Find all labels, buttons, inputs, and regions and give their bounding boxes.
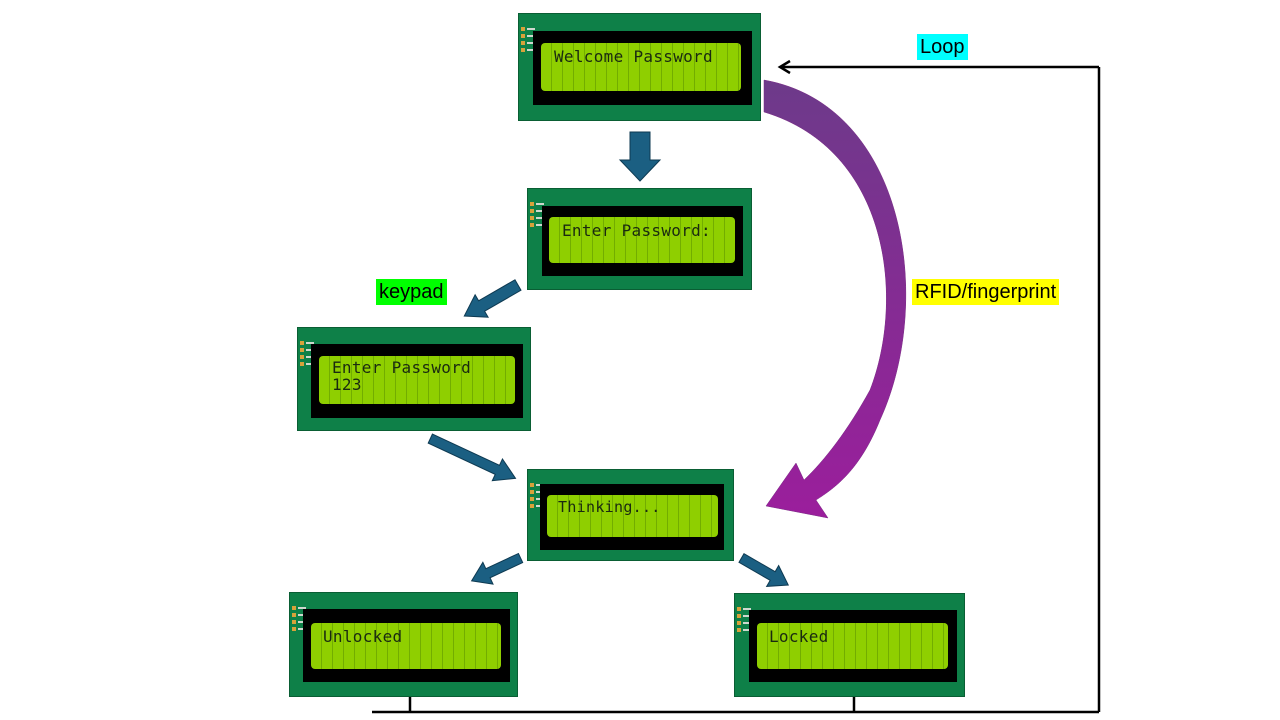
arrow-down bbox=[618, 131, 662, 182]
lcd-screen: Enter Password: bbox=[549, 217, 735, 263]
lcd-line-1: Enter Password: bbox=[562, 221, 711, 240]
lcd-line-2: 123 bbox=[332, 375, 362, 394]
keypad-label: keypad bbox=[376, 279, 447, 305]
loop-label: Loop bbox=[917, 34, 968, 60]
arrow-to-thinking bbox=[427, 433, 517, 482]
arrow-to-keypad-entry bbox=[463, 279, 522, 318]
lcd-pins bbox=[300, 340, 316, 368]
lcd-screen: Welcome Password bbox=[541, 43, 741, 91]
rfid-fingerprint-arrow bbox=[763, 79, 907, 519]
lcd-unlocked: Unlocked bbox=[289, 592, 518, 697]
lcd-screen: Unlocked bbox=[311, 623, 501, 669]
lcd-welcome: Welcome Password bbox=[518, 13, 761, 121]
lcd-line-1: Unlocked bbox=[323, 627, 403, 646]
lcd-thinking: Thinking... bbox=[527, 469, 734, 561]
lcd-line-1: Welcome Password bbox=[554, 47, 713, 66]
lcd-pins bbox=[530, 201, 546, 229]
rfid-fingerprint-label: RFID/fingerprint bbox=[912, 279, 1060, 305]
arrow-to-unlocked bbox=[470, 552, 524, 585]
lcd-screen: Thinking... bbox=[547, 495, 718, 537]
lcd-line-1: Enter Password bbox=[332, 358, 472, 377]
lcd-line-1: Locked bbox=[769, 627, 829, 646]
lcd-line-1: Thinking... bbox=[558, 498, 661, 516]
lcd-screen: Enter Password 123 bbox=[319, 356, 515, 404]
lcd-keypad-entry: Enter Password 123 bbox=[297, 327, 531, 431]
lcd-locked: Locked bbox=[734, 593, 965, 697]
arrow-to-locked bbox=[738, 552, 790, 587]
lcd-screen: Locked bbox=[757, 623, 948, 669]
lcd-pins bbox=[737, 606, 753, 634]
lcd-enter-password: Enter Password: bbox=[527, 188, 752, 290]
lcd-pins bbox=[521, 26, 537, 54]
lcd-pins bbox=[292, 605, 308, 633]
